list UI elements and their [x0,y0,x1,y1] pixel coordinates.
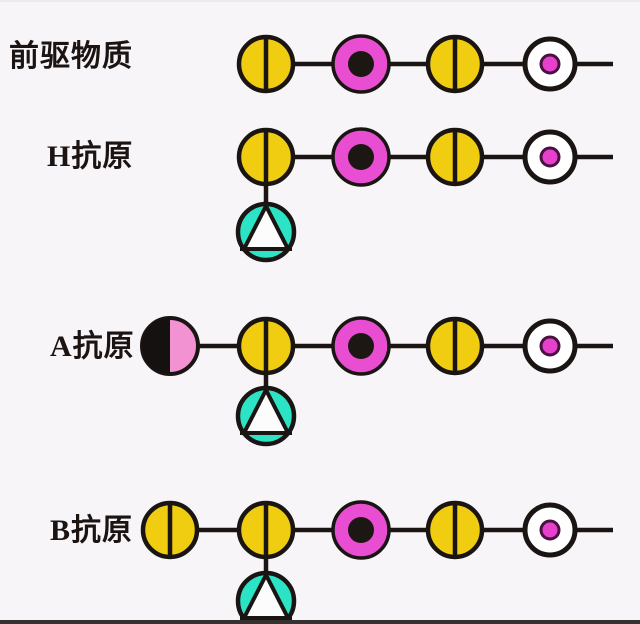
yellow-split-circle-icon [425,127,485,187]
white-ring-circle-icon [522,129,578,185]
half-black-pink-circle-icon [140,316,200,376]
bottom-edge-strip [0,620,640,624]
row-label-precursor: 前驱物质 [9,40,133,73]
top-edge-strip [0,0,640,2]
row-h-antigen [235,127,613,263]
row-label-h-antigen: H抗原 [47,140,134,173]
yellow-split-circle-icon [425,34,485,94]
yellow-split-circle-icon [425,500,485,560]
yellow-split-circle-icon [140,500,200,560]
magenta-core-circle-icon [331,500,391,560]
white-ring-circle-icon [522,36,578,92]
cyan-triangle-circle-icon [235,570,297,624]
cyan-triangle-circle-icon [235,385,297,447]
row-a-antigen [140,316,613,447]
yellow-split-circle-icon [236,316,296,376]
cyan-triangle-circle-icon [235,201,297,263]
yellow-split-circle-icon [425,316,485,376]
magenta-core-circle-icon [331,316,391,376]
magenta-core-circle-icon [331,34,391,94]
row-precursor [236,34,613,94]
yellow-split-circle-icon [236,34,296,94]
row-label-a-antigen: A抗原 [50,330,135,363]
row-label-b-antigen: B抗原 [50,514,134,547]
yellow-split-circle-icon [236,500,296,560]
white-ring-circle-icon [522,502,578,558]
row-b-antigen [140,500,613,624]
magenta-core-circle-icon [331,127,391,187]
yellow-split-circle-icon [236,127,296,187]
white-ring-circle-icon [522,318,578,374]
